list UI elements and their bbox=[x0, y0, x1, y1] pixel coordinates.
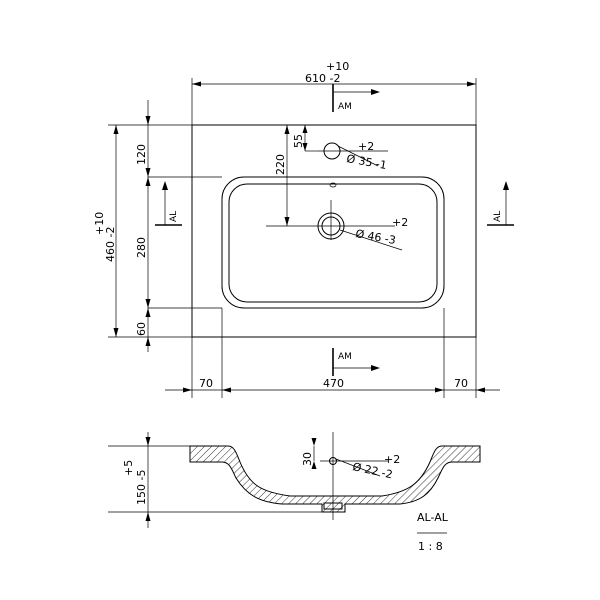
overflow-offset-label: 30 bbox=[301, 452, 314, 466]
overflow-mark bbox=[329, 182, 337, 188]
overall-width-tol: +10 bbox=[326, 60, 349, 73]
drain-hole-dia: Ø 46 -3 bbox=[354, 227, 396, 247]
depth-back-label: 120 bbox=[135, 144, 148, 165]
width-bowl-label: 470 bbox=[323, 377, 344, 390]
section-al-left: AL bbox=[169, 211, 179, 222]
section-label: AL-AL bbox=[417, 511, 449, 524]
bowl-outer bbox=[221, 176, 445, 309]
overall-width-value: 610 -2 bbox=[305, 72, 340, 85]
tap-hole-dia: Ø 35 -1 bbox=[345, 152, 387, 172]
drain-hole-tol: +2 bbox=[392, 216, 408, 229]
tap-hole-tol: +2 bbox=[358, 140, 374, 153]
basin-outline bbox=[191, 124, 477, 338]
drain-offset-label: 220 bbox=[274, 154, 287, 175]
section-am-bottom: AM bbox=[338, 352, 352, 362]
section-view: +5 150 -5 30 +2 Ø 22 -2 AL-AL 1 : 8 bbox=[108, 432, 481, 553]
width-right-label: 70 bbox=[454, 377, 468, 390]
section-am-top: AM bbox=[338, 102, 352, 112]
tap-hole-offset-label: 55 bbox=[292, 134, 305, 148]
depth-front-label: 60 bbox=[135, 322, 148, 336]
basin-section bbox=[189, 445, 481, 513]
scale-label: 1 : 8 bbox=[418, 540, 443, 553]
width-left-label: 70 bbox=[199, 377, 213, 390]
height-tol: +5 bbox=[122, 460, 135, 476]
bowl-inner bbox=[228, 183, 438, 303]
height-value: 150 -5 bbox=[135, 470, 148, 505]
overall-depth-value: 460 -2 bbox=[104, 227, 117, 262]
section-al-right: AL bbox=[493, 211, 503, 222]
top-view: +10 610 -2 +10 460 -2 120 280 60 55 220 … bbox=[93, 60, 514, 398]
depth-bowl-label: 280 bbox=[135, 237, 148, 258]
overflow-hole-tol: +2 bbox=[384, 453, 400, 466]
overall-depth-tol: +10 bbox=[93, 212, 106, 235]
